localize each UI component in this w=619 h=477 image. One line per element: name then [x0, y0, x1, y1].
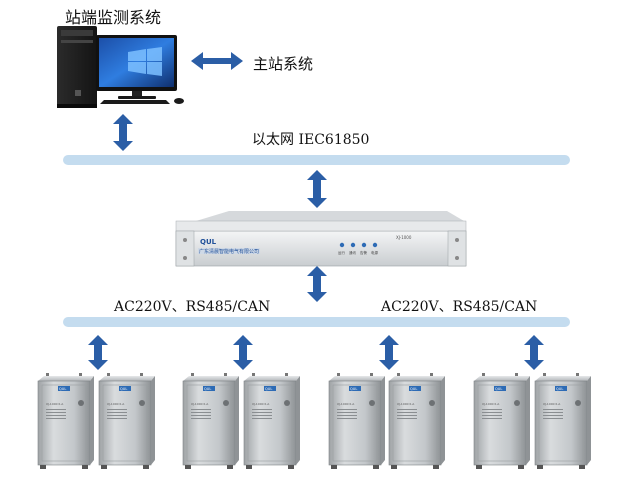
- field-bus: [63, 317, 570, 327]
- bus-label-left: AC220V、RS485/CAN: [114, 299, 271, 315]
- cabinet-badge: QUL: [59, 387, 66, 391]
- cabinet: QUL XJ-1000 II-A: [328, 373, 385, 469]
- keyboard: [100, 100, 170, 104]
- cabinet: QUL XJ-1000 II-A: [534, 373, 591, 469]
- rack-company-name: 广东清晨智能电气有限公司: [199, 248, 259, 255]
- cabinet-model-label: XJ-1000 II-A: [482, 402, 500, 406]
- cabinet: QUL XJ-1000 II-A: [243, 373, 300, 469]
- cabinet-model-label: XJ-1000 II-A: [337, 402, 355, 406]
- arrow-device-bus: [307, 266, 327, 302]
- cabinet-badge: QUL: [410, 387, 417, 391]
- cabinet-model-label: XJ-1000 II-A: [397, 402, 415, 406]
- arrow-to-master-station: [191, 52, 243, 70]
- arrow-bus-cabinet-pair-3: [379, 335, 399, 370]
- cabinet: QUL XJ-1000 II-A: [182, 373, 239, 469]
- rack-led-label: 运行: [338, 250, 346, 255]
- rack-model: XJ-1000: [396, 235, 412, 240]
- arrow-ethernet-device: [307, 170, 327, 208]
- cabinet-group: QUL XJ-1000 II-A QUL XJ-1000 II-A QUL XJ-1000…: [37, 373, 591, 469]
- cabinet-badge: QUL: [204, 387, 211, 391]
- cabinet-model-label: XJ-1000 II-A: [46, 402, 64, 406]
- cabinet-badge: QUL: [120, 387, 127, 391]
- cabinet: QUL XJ-1000 II-A: [37, 373, 94, 469]
- cabinet: QUL XJ-1000 II-A: [98, 373, 155, 469]
- cabinet-model-label: XJ-1000 II-A: [252, 402, 270, 406]
- arrow-computer-ethernet: [113, 114, 133, 151]
- ethernet-bus: [63, 155, 570, 165]
- ethernet-label: 以太网 IEC61850: [252, 132, 370, 148]
- station-monitor-title: 站端监测系统: [65, 8, 162, 27]
- arrow-bus-cabinet-pair-2: [233, 335, 253, 370]
- cabinet-badge: QUL: [265, 387, 272, 391]
- mouse: [174, 98, 184, 104]
- cabinet-badge: QUL: [556, 387, 563, 391]
- rack-led-label: 告警: [360, 250, 368, 255]
- computer-tower: [57, 26, 97, 108]
- cabinet: QUL XJ-1000 II-A: [388, 373, 445, 469]
- monitor: [96, 35, 177, 99]
- bus-label-right: AC220V、RS485/CAN: [381, 299, 538, 315]
- master-station-label: 主站系统: [253, 55, 314, 73]
- rack-device: [175, 211, 467, 267]
- rack-led-label: 电源: [371, 250, 379, 255]
- cabinet-model-label: XJ-1000 II-A: [543, 402, 561, 406]
- cabinet-badge: QUL: [350, 387, 357, 391]
- arrow-bus-cabinet-pair-1: [88, 335, 108, 370]
- rack-led-label: 通讯: [349, 250, 357, 255]
- cabinet: QUL XJ-1000 II-A: [473, 373, 530, 469]
- cabinet-badge: QUL: [495, 387, 502, 391]
- arrow-bus-cabinet-pair-4: [524, 335, 544, 370]
- rack-brand-logo: QUL: [200, 238, 217, 246]
- cabinet-model-label: XJ-1000 II-A: [107, 402, 125, 406]
- cabinet-model-label: XJ-1000 II-A: [191, 402, 209, 406]
